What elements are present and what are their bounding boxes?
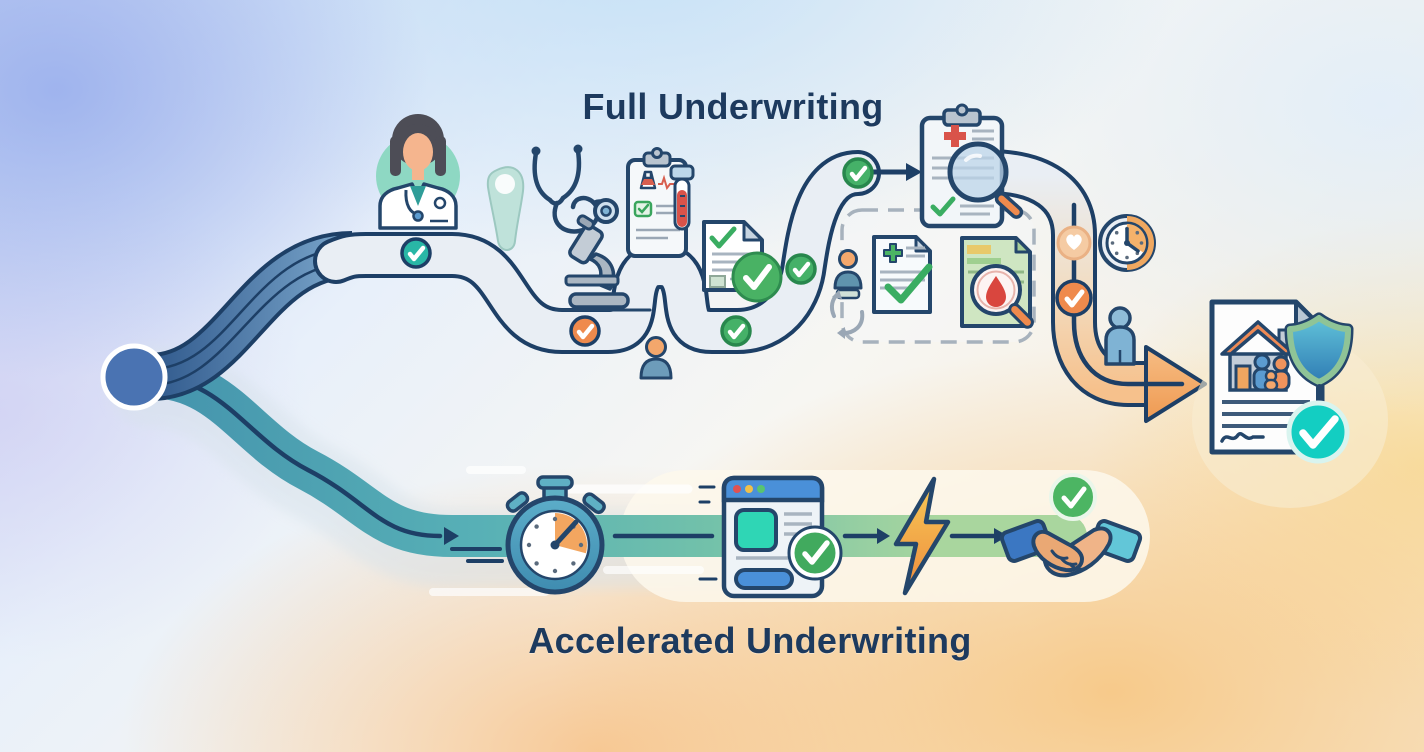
shield-icon bbox=[1284, 312, 1354, 406]
heart-marker-icon bbox=[1056, 225, 1092, 261]
checkpoint-teal-check-icon bbox=[400, 237, 432, 269]
checkpoint-green-check-icon bbox=[720, 315, 752, 347]
blood-test-report-icon bbox=[960, 236, 1034, 329]
checkpoint-green-check-icon bbox=[842, 157, 874, 189]
start-node bbox=[100, 343, 168, 411]
stethoscope-icon bbox=[531, 144, 619, 234]
applicant-waiting-icon bbox=[1104, 306, 1136, 366]
deal-check-icon bbox=[1049, 473, 1097, 521]
blood-test-tube-icon bbox=[669, 164, 695, 231]
checkpoint-orange-check-icon bbox=[1055, 279, 1093, 317]
medical-probe-icon bbox=[486, 166, 525, 251]
signature bbox=[1220, 432, 1265, 443]
approved-check-icon bbox=[1286, 400, 1350, 464]
case-review-cycle-icon bbox=[829, 249, 865, 339]
doctor-icon bbox=[376, 114, 460, 230]
health-statement-document-icon bbox=[872, 235, 933, 314]
waiting-clock-icon bbox=[1098, 214, 1156, 272]
applicant-person-icon bbox=[639, 336, 673, 380]
underwriter-clipboard-magnifier-icon bbox=[919, 103, 1024, 229]
microscope-icon bbox=[554, 214, 652, 312]
lightning-bolt-icon bbox=[893, 476, 951, 596]
policy-approved-document-icon bbox=[1192, 299, 1388, 508]
stopwatch-icon bbox=[505, 475, 606, 595]
handshake-icon bbox=[999, 473, 1143, 578]
speed-streaks bbox=[429, 466, 704, 596]
accelerated-center-line bbox=[147, 374, 1008, 581]
checkpoint-green-check-icon bbox=[785, 253, 817, 285]
full-underwriting-title: Full Underwriting bbox=[582, 86, 884, 127]
online-application-icon bbox=[721, 475, 843, 599]
checkpoint-orange-check-icon bbox=[569, 315, 601, 347]
house-family-art bbox=[1220, 320, 1296, 392]
accelerated-underwriting-title: Accelerated Underwriting bbox=[528, 620, 972, 661]
medical-document-check-icon bbox=[702, 220, 783, 303]
